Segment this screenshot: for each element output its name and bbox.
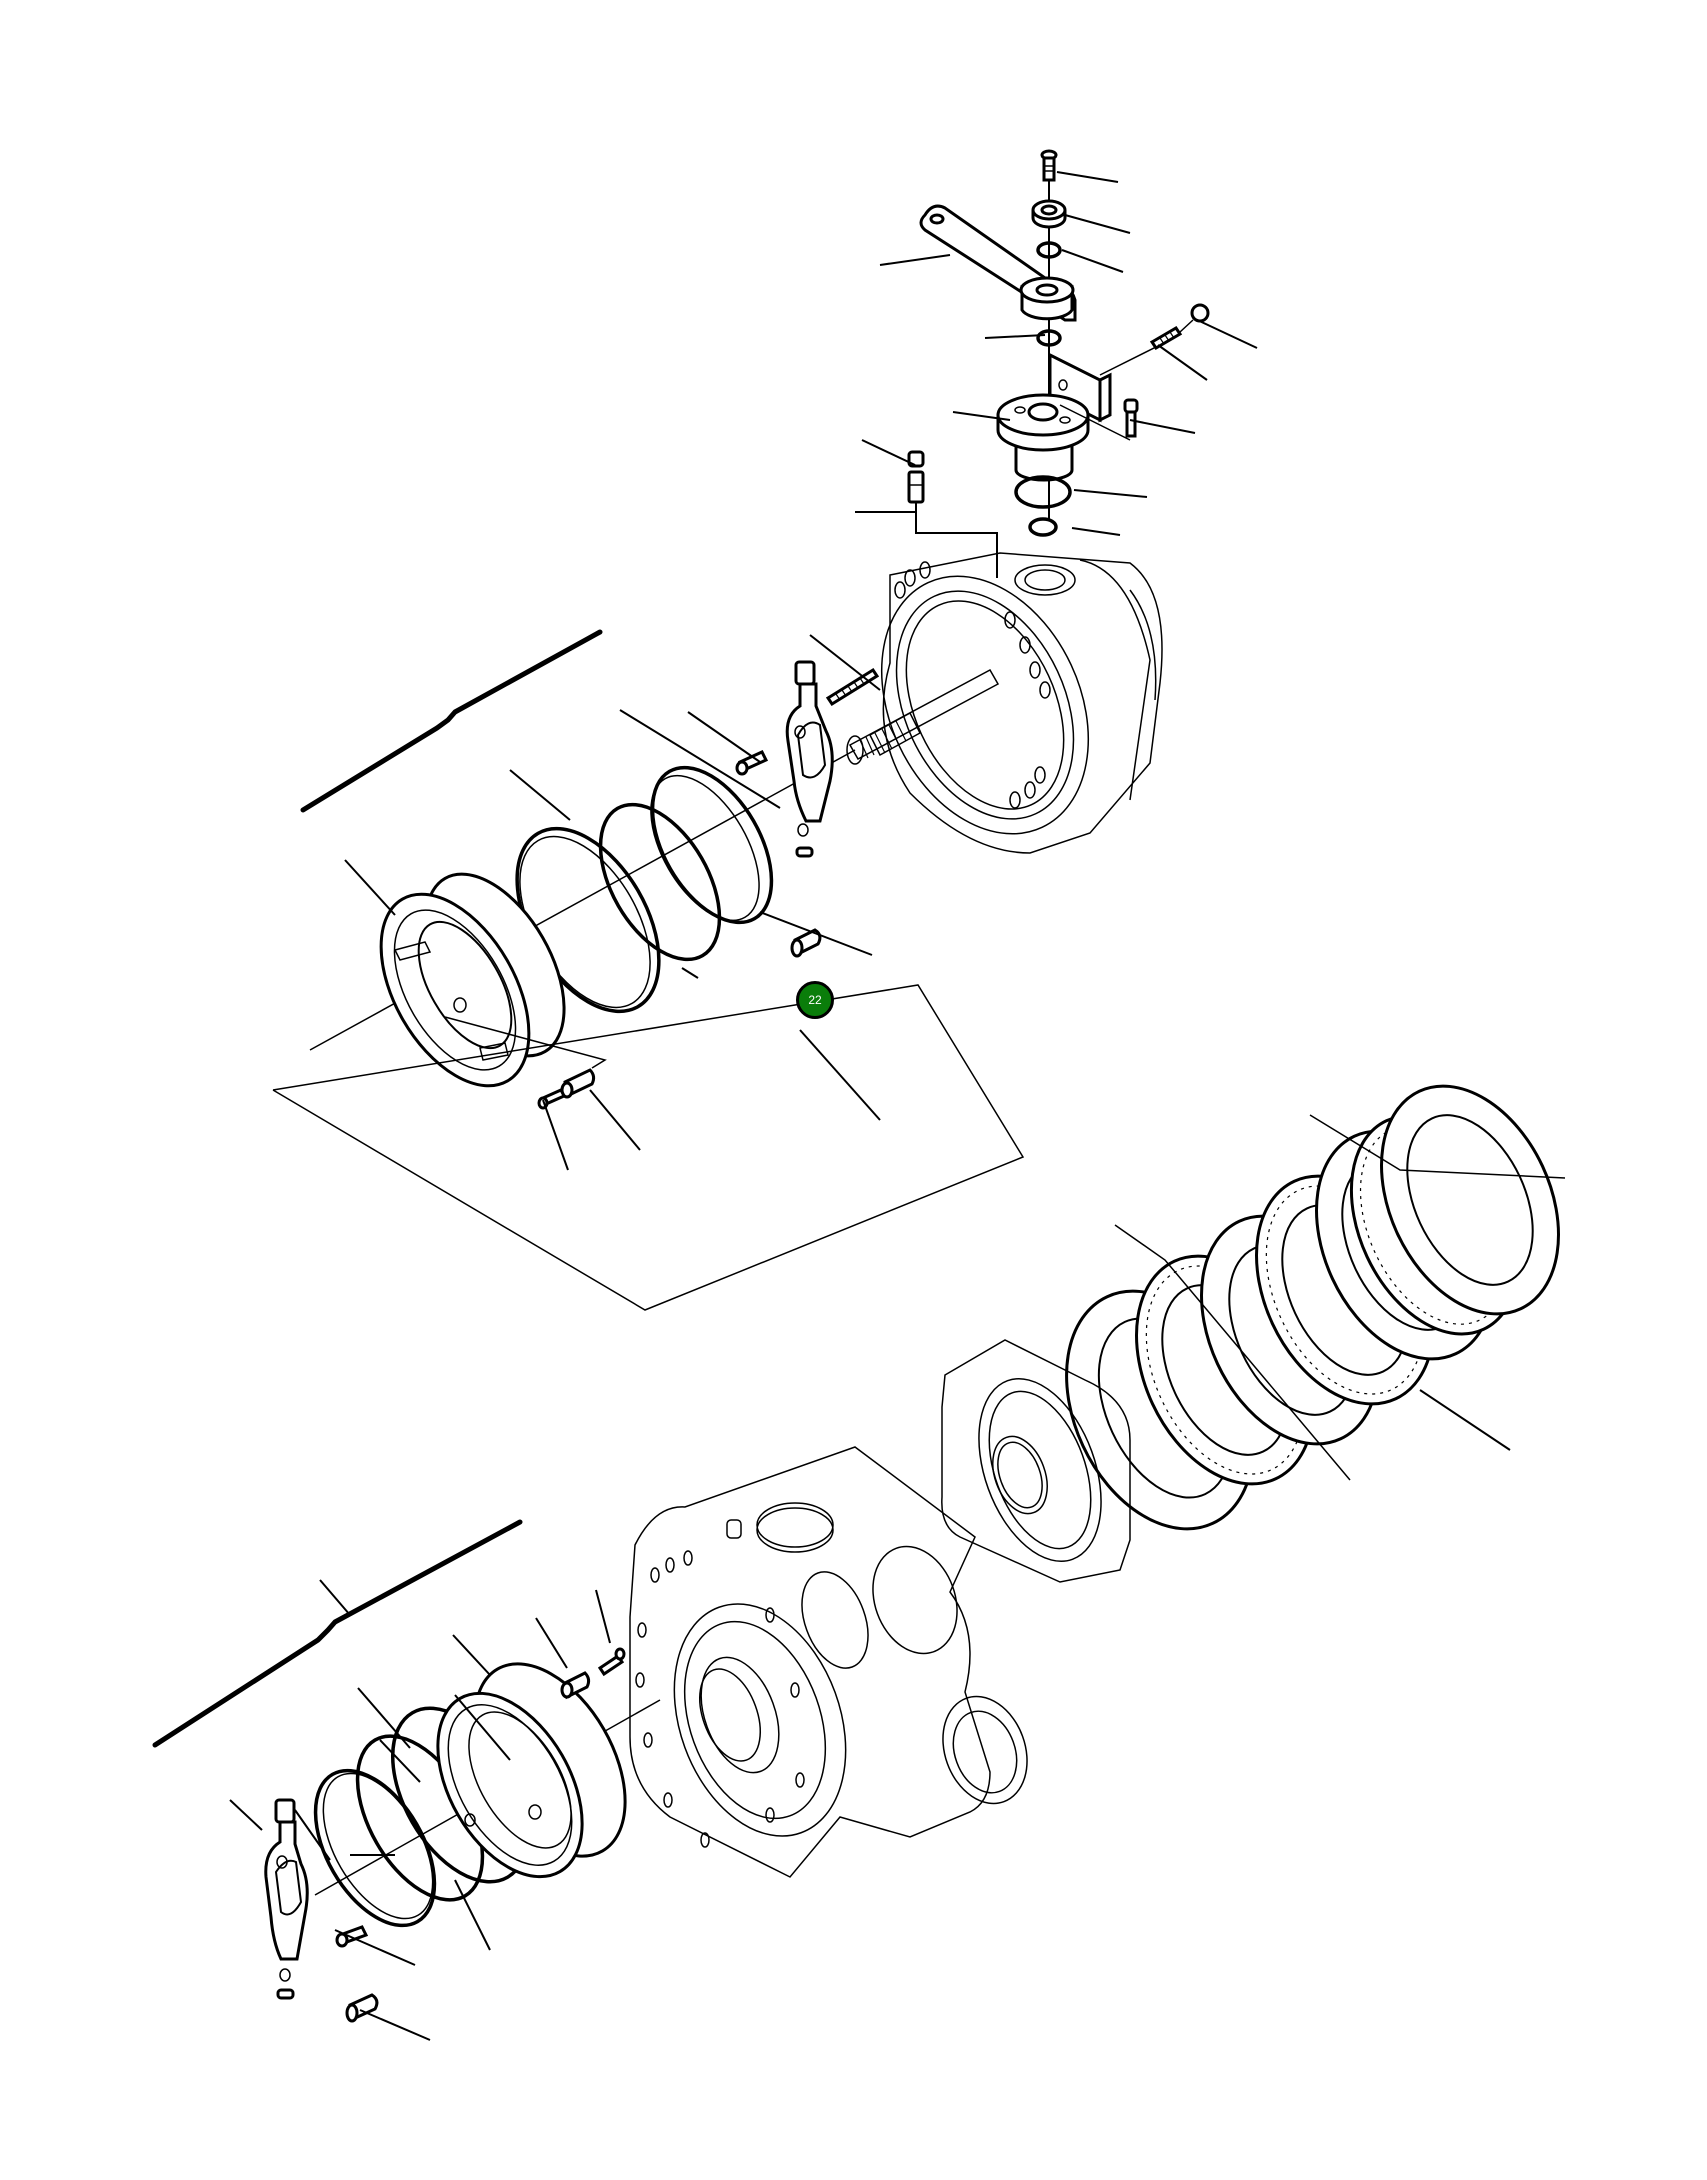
flange-bolt-holes <box>894 561 1051 809</box>
plug[interactable] <box>907 450 925 468</box>
screw-upper[interactable] <box>537 1088 567 1110</box>
clutch-pack <box>1065 1057 1593 1531</box>
snap-ring-2[interactable] <box>1036 329 1062 347</box>
leader-line <box>984 334 1046 339</box>
pin-upper[interactable] <box>790 928 822 958</box>
upper-group-outline <box>272 984 1025 1311</box>
leader-line <box>1129 419 1196 434</box>
end-plate[interactable] <box>1347 1057 1593 1342</box>
cap-screw[interactable] <box>1123 398 1139 438</box>
axle-shaft[interactable] <box>846 668 1000 765</box>
leader-line <box>229 1799 263 1831</box>
leader-line <box>454 1694 511 1761</box>
group-braces <box>152 629 603 1748</box>
leader-line <box>379 1739 421 1783</box>
leader-lines <box>229 171 1511 2041</box>
spring-upper[interactable] <box>825 667 880 707</box>
differential-carrier[interactable] <box>629 1446 1041 1878</box>
top-assembly <box>907 149 1210 578</box>
snap-ring-3[interactable] <box>1028 517 1058 537</box>
leader-line <box>619 709 781 809</box>
leader-line <box>595 1589 611 1644</box>
screw-top[interactable] <box>1040 149 1058 182</box>
leader-line <box>879 254 951 266</box>
leader-line <box>681 967 699 979</box>
yoke-lower[interactable] <box>264 1798 309 2000</box>
callout-badge-22[interactable]: 22 <box>796 981 834 1019</box>
carrier-bolt-holes <box>635 1550 805 1848</box>
leader-line <box>759 911 873 956</box>
valve-body[interactable] <box>996 393 1131 482</box>
callout-badge-label: 22 <box>808 993 822 1007</box>
snap-ring-1[interactable] <box>1036 241 1062 259</box>
yoke-upper[interactable] <box>785 660 834 858</box>
leader-line <box>1192 317 1258 349</box>
set-screw[interactable] <box>1149 325 1183 351</box>
pin-lower[interactable] <box>345 1993 379 2023</box>
leader-line <box>799 1029 881 1121</box>
seal-ring-a[interactable] <box>628 747 796 942</box>
leader-line <box>454 1879 491 1951</box>
cover-plate[interactable] <box>941 1339 1131 1583</box>
bleeder-upper[interactable] <box>735 750 769 776</box>
clutch-group-outline-2 <box>1309 1114 1566 1179</box>
seal-ring-c[interactable] <box>291 1750 459 1945</box>
leader-line <box>542 1099 569 1171</box>
leader-line <box>357 1687 411 1749</box>
lever-arm[interactable] <box>919 204 1077 322</box>
leader-line <box>1157 344 1208 381</box>
leader-line <box>1064 214 1131 234</box>
leader-line <box>809 634 881 691</box>
o-ring[interactable] <box>1014 475 1072 509</box>
screw-lower[interactable] <box>597 1647 626 1677</box>
leader-line <box>344 859 396 916</box>
brace-upper <box>300 629 603 813</box>
leader-line <box>1419 1389 1511 1451</box>
leader-line <box>294 1809 331 1861</box>
brace-lower <box>152 1519 523 1748</box>
leader-line <box>1061 249 1124 273</box>
breather-fitting[interactable] <box>907 470 925 504</box>
leader-line <box>1073 489 1148 498</box>
bushing-lower[interactable] <box>560 1671 591 1700</box>
lower-piston-group <box>264 1638 661 2023</box>
leader-line <box>687 711 761 763</box>
leader-line <box>589 1089 641 1151</box>
bleeder-lower[interactable] <box>335 1925 369 1948</box>
leader-line <box>952 411 1011 421</box>
seal-ring-b[interactable] <box>576 784 744 979</box>
axle-housing-upper[interactable] <box>842 542 1163 867</box>
leader-line <box>334 1929 416 1966</box>
leader-line <box>1056 171 1119 183</box>
piston-upper[interactable] <box>351 851 593 1111</box>
leader-line <box>1071 527 1121 536</box>
leader-line <box>509 769 571 821</box>
upper-piston-group <box>309 660 880 1111</box>
bracket[interactable] <box>1048 352 1112 423</box>
leader-line <box>319 1579 351 1616</box>
bushing-upper[interactable] <box>560 1068 596 1099</box>
leader-line <box>861 439 916 466</box>
piston-lower[interactable] <box>408 1638 656 1902</box>
leader-line <box>359 2009 431 2041</box>
clutch-group-outline-1 <box>1114 1224 1351 1481</box>
group-outlines <box>272 984 1566 1481</box>
leader-line <box>452 1634 491 1676</box>
washer-top[interactable] <box>1031 199 1067 229</box>
leader-line <box>535 1617 568 1669</box>
